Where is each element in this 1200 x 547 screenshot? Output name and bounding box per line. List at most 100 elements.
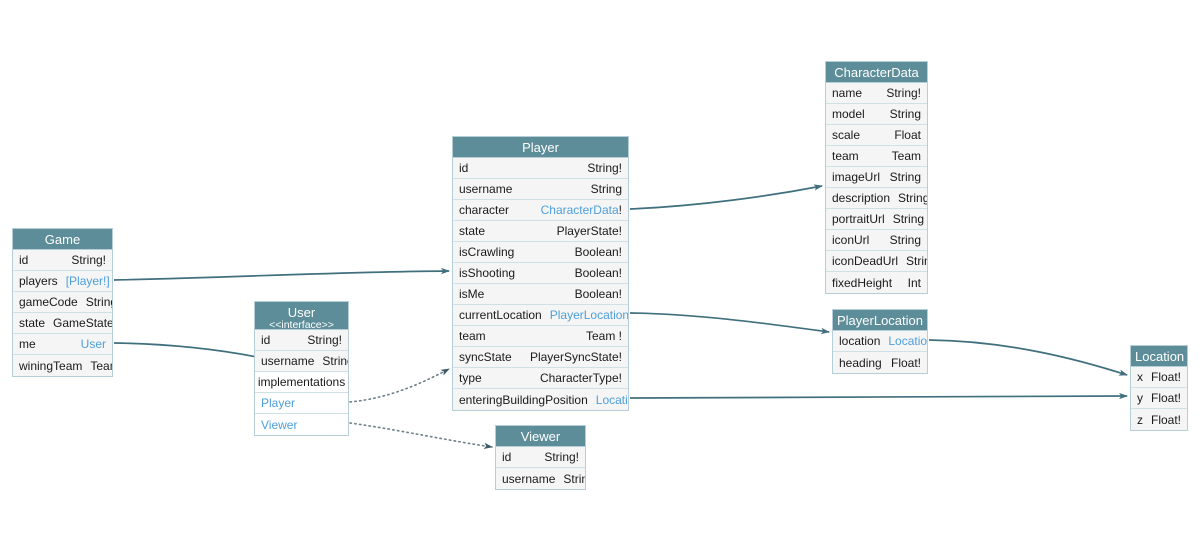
field-name: x xyxy=(1137,370,1143,384)
field-name: team xyxy=(832,149,859,163)
field-row[interactable]: winingTeam Team xyxy=(13,355,112,376)
field-name: heading xyxy=(839,355,882,370)
field-type: String! xyxy=(307,333,342,347)
field-name: id xyxy=(502,450,512,464)
field-name: z xyxy=(1137,412,1143,427)
field-name: id xyxy=(459,161,469,175)
field-row[interactable]: team Team xyxy=(826,146,927,167)
field-row[interactable]: model String xyxy=(826,104,927,125)
field-row[interactable]: currentLocation PlayerLocation! xyxy=(453,305,628,326)
field-type[interactable]: CharacterData! xyxy=(540,203,622,217)
field-type[interactable]: [Player!] xyxy=(65,274,110,288)
field-row[interactable]: username String xyxy=(496,468,585,489)
field-type: PlayerState! xyxy=(556,224,622,238)
field-row[interactable]: heading Float! xyxy=(833,352,927,373)
field-type: Team xyxy=(90,358,112,373)
edge-player-currentlocation-playerlocation xyxy=(629,312,830,335)
field-type: Float! xyxy=(1151,391,1182,405)
field-name: scale xyxy=(832,128,861,142)
field-type: Team ! xyxy=(585,329,622,343)
implementation-row[interactable]: Viewer xyxy=(255,414,348,435)
field-name: id xyxy=(19,253,29,267)
field-type[interactable]: PlayerLocation! xyxy=(549,308,628,322)
edge-player-character-characterdata xyxy=(629,184,823,210)
field-type: Boolean! xyxy=(574,266,622,280)
field-row[interactable]: players[Player!] xyxy=(13,271,112,292)
field-type[interactable]: Location! xyxy=(888,334,927,348)
implementation-name: Player xyxy=(261,396,296,410)
field-row[interactable]: isCrawling Boolean! xyxy=(453,242,628,263)
entity-title-location: Location xyxy=(1131,346,1187,367)
edge-user-implements-viewer xyxy=(349,422,493,450)
field-row[interactable]: location Location! xyxy=(833,331,927,352)
field-name: username xyxy=(502,471,556,486)
implementation-row[interactable]: Player xyxy=(255,393,348,414)
field-type[interactable]: User xyxy=(80,337,106,351)
entity-playerlocation[interactable]: PlayerLocationlocationLocation!headingFl… xyxy=(832,309,928,374)
field-name: location xyxy=(839,334,881,348)
field-name: model xyxy=(832,107,865,121)
entity-title-text: CharacterData xyxy=(834,65,919,80)
field-name: id xyxy=(261,333,271,347)
field-name: currentLocation xyxy=(459,308,542,322)
edge-user-implements-player xyxy=(349,368,450,403)
field-type: String xyxy=(889,107,921,121)
entity-title-player: Player xyxy=(453,137,628,158)
field-name: winingTeam xyxy=(19,358,83,373)
implementation-name: Viewer xyxy=(261,417,298,432)
field-name: character xyxy=(459,203,510,217)
field-type: String xyxy=(563,471,585,486)
field-name: type xyxy=(459,371,482,385)
implementations-label: implementations xyxy=(257,375,346,389)
entity-user[interactable]: User<<interface>>idString!usernameString… xyxy=(254,301,349,436)
field-row[interactable]: gameCodeString! xyxy=(13,292,112,313)
field-type: Team xyxy=(891,149,921,163)
field-type: Boolean! xyxy=(574,245,622,259)
field-type[interactable]: Location xyxy=(595,392,628,407)
field-type: Int xyxy=(907,275,921,290)
entity-stereotype: <<interface>> xyxy=(269,319,334,330)
field-type: Float! xyxy=(890,355,921,370)
field-row[interactable]: iconDeadUrlString xyxy=(826,251,927,272)
field-row[interactable]: character CharacterData! xyxy=(453,200,628,221)
entity-title-text: Player xyxy=(522,140,559,155)
field-name: isCrawling xyxy=(459,245,515,259)
field-row[interactable]: enteringBuildingPositionLocation xyxy=(453,389,628,410)
field-type-nonnull: ! xyxy=(618,203,622,217)
field-row[interactable]: id String! xyxy=(255,330,348,351)
field-name: description xyxy=(832,191,891,205)
field-name: isMe xyxy=(459,287,485,301)
edge-game-players-player xyxy=(113,267,450,281)
field-name: iconDeadUrl xyxy=(832,254,899,268)
field-name: name xyxy=(832,86,863,100)
entity-title-text: Location xyxy=(1135,349,1185,364)
